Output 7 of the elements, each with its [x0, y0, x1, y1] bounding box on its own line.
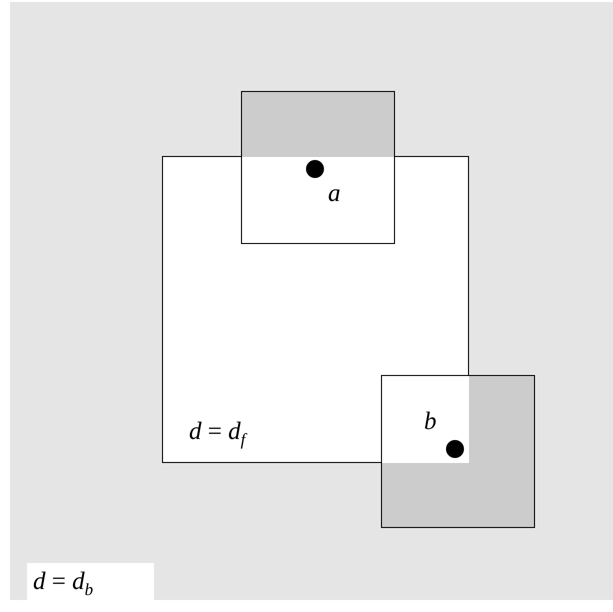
equation-label: d = d$_{f}$ — [189, 418, 246, 451]
point-label: b — [424, 408, 436, 436]
equation-label: d = d$_{b}$ — [33, 568, 94, 601]
point-label: a — [328, 180, 340, 208]
label-box — [27, 563, 154, 603]
square-region — [381, 375, 535, 528]
square-region — [241, 91, 395, 244]
